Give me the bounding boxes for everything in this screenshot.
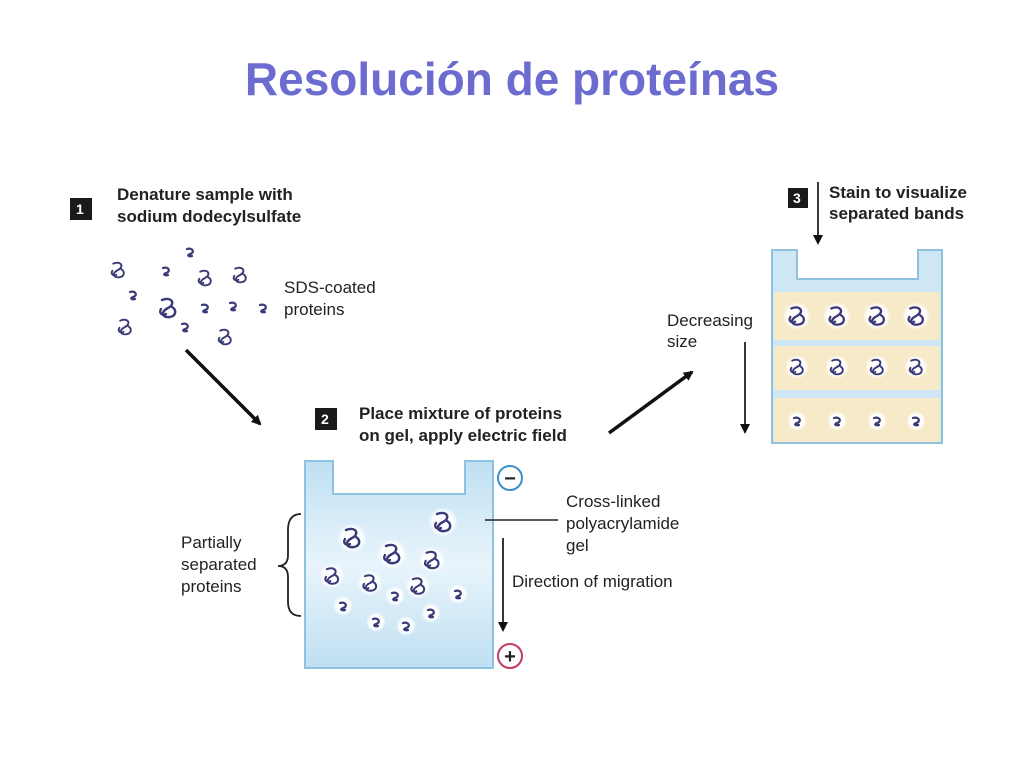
protein-glyph [822,301,852,331]
band-protein-cluster [782,301,931,431]
gel-label-line2: polyacrylamide [566,514,679,533]
small-protein-glyph [228,301,237,312]
small-protein-glyph [185,247,194,258]
partially-separated-label-line2: separated [181,555,257,574]
protein-glyph [377,539,407,569]
small-protein-glyph [333,596,353,616]
protein-glyph [159,297,177,319]
protein-glyph [110,261,125,279]
gel-protein-cluster [319,507,468,636]
step-2-text-line2: on gel, apply electric field [359,426,567,445]
protein-glyph [785,355,809,379]
decreasing-size-label-line2: size [667,332,697,351]
step-2-number: 2 [321,411,329,427]
migration-label: Direction of migration [512,572,673,591]
step-3-number-box [788,188,808,208]
small-protein-glyph [396,616,416,636]
step-2-number-box [315,408,337,430]
protein-glyph [337,523,367,553]
protein-glyph [197,269,212,287]
protein-glyph [862,301,892,331]
negative-electrode-icon [497,465,523,491]
sds-coated-label-line2: proteins [284,300,344,319]
arrow-step1-to-step2 [184,348,262,426]
small-protein-glyph [867,411,887,431]
step-3-text-line2: separated bands [829,204,964,223]
small-protein-glyph [258,303,267,314]
step-2: 2 Place mixture of proteins on gel, appl… [181,404,679,669]
small-protein-glyph [448,584,468,604]
step-1-text-line2: sodium dodecylsulfate [117,207,301,226]
partially-separated-label-line1: Partially [181,533,242,552]
small-protein-glyph [366,612,386,632]
arrow-step2-to-step3 [607,370,694,435]
partially-separated-label-line3: proteins [181,577,241,596]
step-3-text-line1: Stain to visualize [829,183,967,202]
protein-glyph [904,355,928,379]
protein-glyph [901,301,931,331]
small-protein-glyph [385,586,405,606]
positive-electrode-icon [497,643,523,669]
partially-separated-bracket [277,513,302,617]
negative-electrode-symbol: − [504,468,516,490]
small-protein-glyph [161,266,170,277]
positive-electrode-symbol: + [504,646,516,668]
step-3-number: 3 [793,190,801,206]
protein-glyph [418,546,446,574]
protein-glyph [232,266,247,284]
gel-label-line1: Cross-linked [566,492,660,511]
decreasing-size-label-line1: Decreasing [667,311,753,330]
protein-glyph [117,318,132,336]
gel-label-line3: gel [566,536,589,555]
page-title: Resolución de proteínas [244,53,780,105]
protein-glyph [865,355,889,379]
small-protein-glyph [200,303,209,314]
sds-coated-protein-cluster [110,247,267,346]
protein-glyph [428,507,458,537]
sds-coated-label-line1: SDS-coated [284,278,376,297]
protein-glyph [319,563,345,589]
protein-glyph [782,301,812,331]
protein-glyph [357,570,383,596]
step-1: 1 Denature sample with sodium dodecylsul… [70,185,376,346]
protein-glyph [825,355,849,379]
small-protein-glyph [180,322,189,333]
step-1-number: 1 [76,201,84,217]
protein-glyph [405,573,431,599]
small-protein-glyph [906,411,926,431]
step-1-text-line1: Denature sample with [117,185,293,204]
step-1-number-box [70,198,92,220]
small-protein-glyph [827,411,847,431]
step-3: 3 Stain to visualize separated bands Dec… [667,182,967,444]
small-protein-glyph [128,290,137,301]
step-2-text-line1: Place mixture of proteins [359,404,562,423]
protein-glyph [217,328,232,346]
small-protein-glyph [421,603,441,623]
small-protein-glyph [787,411,807,431]
